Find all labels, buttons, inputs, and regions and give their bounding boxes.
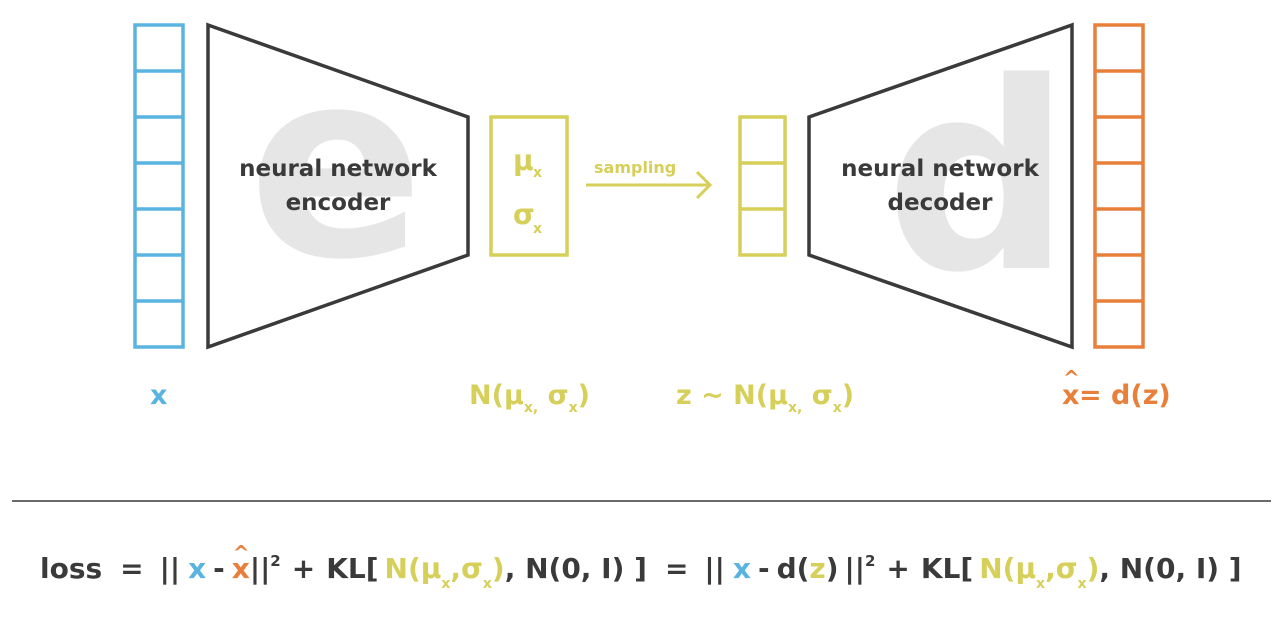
- decoder-label-line1: neural network: [841, 156, 1039, 182]
- input-label: x: [150, 380, 167, 411]
- distribution-label: N(μx, σx): [469, 380, 590, 416]
- sigma-subscript: x: [533, 221, 542, 237]
- z-sample-label: z ~ N(μx, σx): [676, 380, 854, 416]
- loss-xhat-hat: ^: [233, 541, 250, 565]
- sigma-param: σ x: [513, 198, 542, 237]
- encoder-trapezoid: [206, 22, 470, 350]
- latent-params-box: [489, 115, 569, 257]
- mu-subscript: x: [533, 165, 542, 181]
- sigma-symbol: σ: [513, 198, 535, 231]
- encoder-label-line1: neural network: [239, 156, 437, 182]
- input-vector: [133, 23, 185, 349]
- decoder-label-line2: decoder: [888, 190, 994, 216]
- xhat-label: x ^ = d(z): [1062, 366, 1171, 411]
- encoder-watermark: e: [248, 15, 424, 317]
- latent-z-vector: [738, 115, 787, 257]
- mu-symbol: μ: [513, 144, 534, 177]
- xhat-hat: ^: [1063, 366, 1080, 390]
- sampling-arrow-icon: [586, 170, 713, 200]
- xhat-equation: = d(z): [1079, 380, 1171, 411]
- decoder-trapezoid: [807, 22, 1074, 350]
- sampling-label: sampling: [594, 158, 676, 177]
- loss-equation: loss=||x-x||2+KL[N(μx,σx), N(0, I) ]=||x…: [40, 552, 1242, 592]
- xhat-x: x: [1062, 380, 1079, 411]
- output-vector: [1093, 23, 1145, 349]
- mu-param: μ x: [513, 144, 542, 181]
- encoder-label-line2: encoder: [286, 190, 391, 216]
